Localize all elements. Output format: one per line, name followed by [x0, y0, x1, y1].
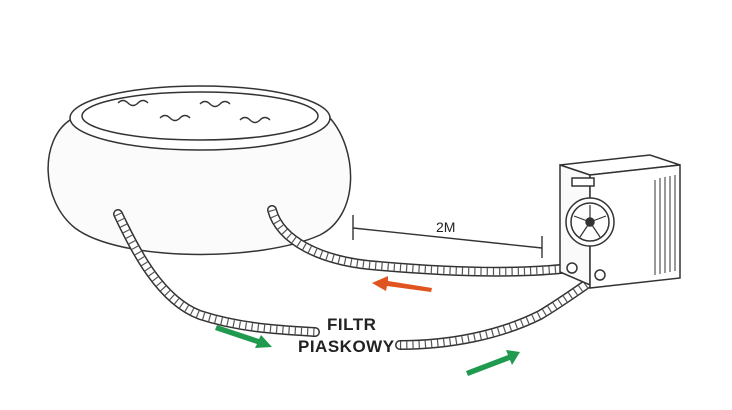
hose-filter-to-heat-pump — [395, 270, 605, 350]
hose-heat-pump-return-to-pool — [267, 205, 575, 277]
distance-dimension — [352, 215, 543, 258]
outflow-arrow — [215, 325, 272, 348]
distance-label: 2M — [436, 219, 455, 235]
filter-label-line1: FILTR — [327, 315, 376, 334]
inflatable-pool-icon — [47, 85, 352, 256]
heat-pump-icon — [559, 154, 681, 289]
return-flow-arrow — [372, 276, 432, 292]
inflow-arrow — [466, 350, 520, 376]
fan-icon — [565, 197, 615, 247]
filter-label-line2: PIASKOWY — [298, 337, 395, 356]
hose-pool-outlet-to-filter — [113, 209, 320, 337]
